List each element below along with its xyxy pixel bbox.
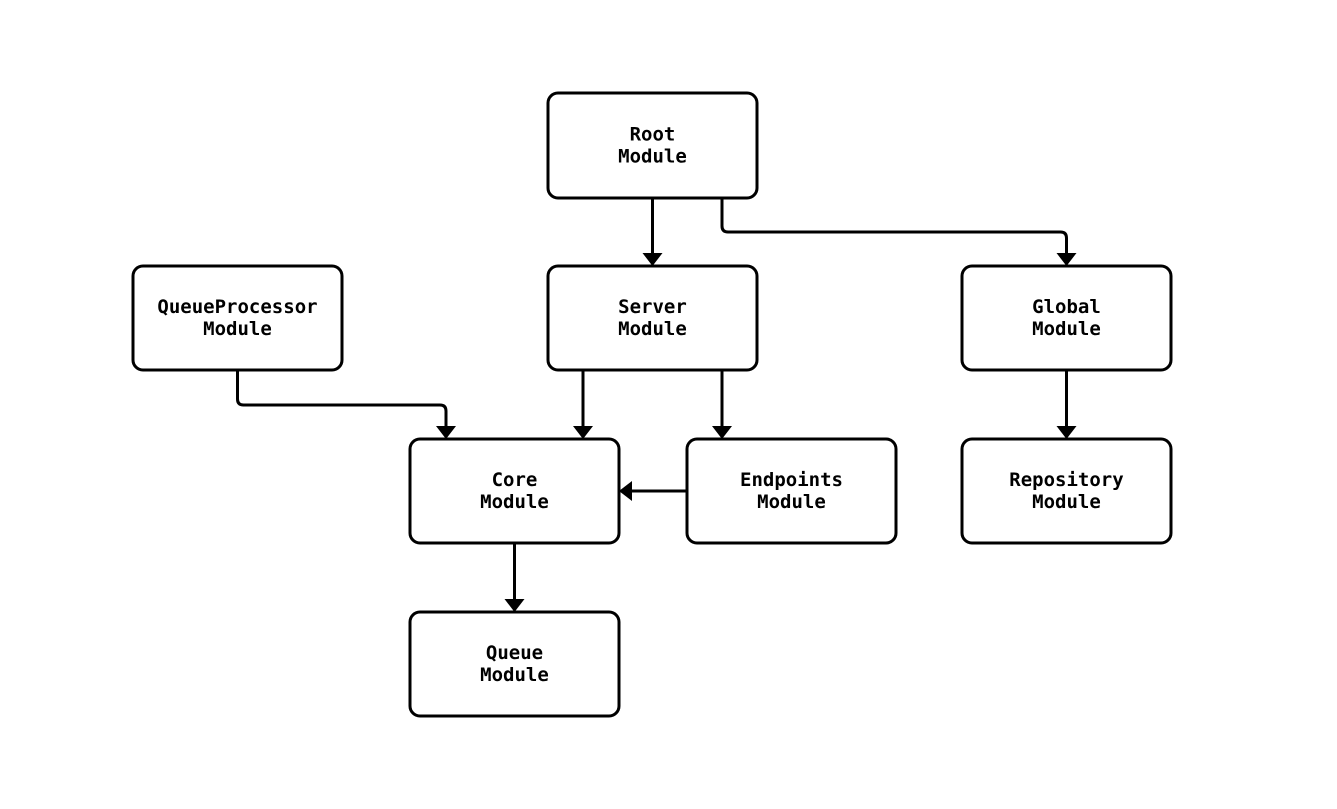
arrowhead-icon-root-server <box>642 253 663 266</box>
edge-root-global <box>720 198 1077 266</box>
node-endpoints-box <box>685 437 898 545</box>
node-core-label-line2: Module <box>480 491 549 513</box>
arrowhead-icon-server-core <box>573 426 593 439</box>
edge-core-queue <box>504 543 525 612</box>
edge-endpoints-core <box>619 481 687 501</box>
node-queueprocessor-label-line1: QueueProcessor <box>157 296 317 318</box>
node-queue-label-line1: Queue <box>486 642 543 664</box>
arrowhead-icon-endpoints-core <box>619 481 632 501</box>
edge-server-endpoints <box>712 370 732 439</box>
node-core-box <box>408 437 621 545</box>
node-queue-label-line2: Module <box>480 664 549 686</box>
arrowhead-icon-queueprocessor-core <box>436 426 456 439</box>
node-repository-label-line1: Repository <box>1009 469 1123 491</box>
node-server-label-line1: Server <box>618 296 687 318</box>
node-global-box <box>960 264 1173 372</box>
node-global-label-line1: Global <box>1032 296 1101 318</box>
node-queueprocessor-box <box>131 264 344 372</box>
arrowhead-icon-server-endpoints <box>712 426 732 439</box>
edge-server-core <box>573 370 593 439</box>
arrowhead-icon-core-queue <box>504 599 525 612</box>
node-endpoints-label-line2: Module <box>757 491 826 513</box>
node-repository-label-line2: Module <box>1032 491 1101 513</box>
node-server-box <box>546 264 759 372</box>
node-queue-box <box>408 610 621 718</box>
node-core-label-line1: Core <box>492 469 538 491</box>
node-queueprocessor-label-line2: Module <box>203 318 272 340</box>
arrowhead-icon-root-global <box>1056 253 1077 266</box>
arrowhead-icon-global-repository <box>1056 426 1077 439</box>
edge-line-root-global <box>720 198 1068 253</box>
edge-root-server <box>642 198 663 266</box>
node-endpoints-label-line1: Endpoints <box>740 469 843 491</box>
node-repository-box <box>960 437 1173 545</box>
edge-queueprocessor-core <box>236 370 456 439</box>
edge-global-repository <box>1056 370 1077 439</box>
node-server-label-line2: Module <box>618 318 687 340</box>
node-root-label-line1: Root <box>630 124 676 146</box>
node-root-label-line2: Module <box>618 146 687 168</box>
edge-line-queueprocessor-core <box>236 370 448 426</box>
node-root-box <box>546 91 759 200</box>
node-global-label-line2: Module <box>1032 318 1101 340</box>
